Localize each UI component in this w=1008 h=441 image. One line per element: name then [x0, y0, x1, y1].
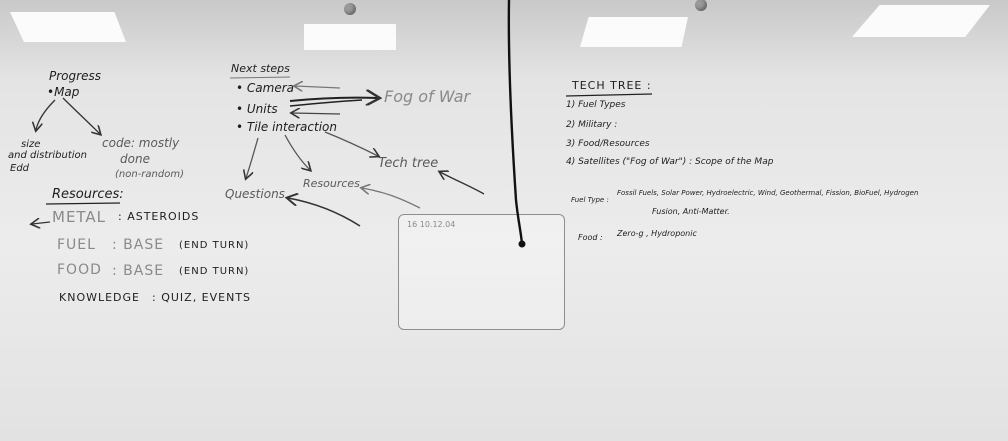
resource-value-fuel: : BASE	[112, 237, 165, 253]
next-steps-underline	[229, 76, 291, 79]
questions-label: Questions	[225, 187, 285, 201]
magnet	[695, 0, 707, 11]
progress-right-line: (non-random)	[115, 169, 184, 180]
cord-weight	[518, 240, 526, 248]
resource-name-food: FOOD	[57, 262, 102, 278]
progress-right-line: done	[120, 152, 150, 166]
resource-name-knowledge: KNOWLEDGE	[59, 291, 140, 304]
tech-tree-item: 4) Satellites ("Fog of War") : Scope of …	[566, 157, 774, 167]
next-steps-title: Next steps	[231, 62, 290, 75]
to-questions-arrow	[288, 198, 361, 227]
tile-to-resources-arrow	[284, 134, 310, 170]
progress-item: •Map	[47, 85, 80, 99]
progress-right-line: code: mostly	[102, 136, 180, 150]
resource-note-food: (END TURN)	[179, 266, 250, 277]
paper-sheet: 16 10.12.04	[398, 214, 565, 330]
resource-value-knowledge: : QUIZ, EVENTS	[152, 291, 252, 304]
to-tech-tree-arrow	[440, 172, 485, 195]
light-reflection	[580, 17, 688, 47]
food-value: Zero-g , Hydroponic	[617, 229, 697, 238]
camera-arrow	[295, 86, 341, 88]
to-resources-arrow	[362, 188, 421, 209]
resources-title: Resources:	[52, 187, 124, 202]
tech-tree-item: 1) Fuel Types	[566, 100, 626, 110]
tech-tree-item: 2) Military :	[566, 120, 618, 130]
next-step-item: • Camera	[236, 81, 294, 95]
resource-name-fuel: FUEL	[57, 237, 96, 253]
light-reflection	[10, 12, 126, 42]
fuel-type-list: Fossil Fuels, Solar Power, Hydroelectric…	[617, 189, 919, 197]
next-step-item: • Tile interaction	[236, 120, 337, 134]
tech-tree-title: TECH TREE :	[572, 79, 652, 92]
food-label: Food :	[578, 233, 603, 242]
fog-of-war-label: Fog of War	[384, 87, 471, 106]
resource-note-fuel: (END TURN)	[179, 240, 250, 251]
resource-value-food: : BASE	[112, 263, 165, 279]
metal-pointer	[32, 222, 51, 224]
tech-tree-label: Tech tree	[378, 156, 439, 171]
fuel-type-list-continued: Fusion, Anti-Matter.	[652, 207, 730, 216]
tile-to-questions-arrow	[246, 137, 259, 178]
tile-to-tech-arrow	[324, 131, 378, 156]
progress-arrow-right	[62, 97, 100, 134]
progress-left-line: and distribution	[8, 150, 87, 161]
fuel-type-label: Fuel Type :	[571, 196, 609, 204]
units-arrow	[289, 98, 378, 101]
next-step-item: • Units	[236, 102, 278, 116]
resource-name-metal: METAL	[52, 208, 107, 226]
magnet	[344, 3, 356, 15]
paper-note: 16 10.12.04	[407, 220, 456, 229]
tech-tree-item: 3) Food/Resources	[566, 139, 650, 149]
progress-left-line: Edd	[10, 163, 30, 174]
light-reflection	[304, 24, 396, 50]
units-arrow-2	[289, 99, 363, 107]
tech-tree-underline	[565, 93, 653, 97]
progress-arrow-left	[36, 99, 56, 130]
tile-arrow	[292, 113, 341, 114]
progress-title: Progress	[49, 69, 101, 83]
progress-left-line: size	[21, 139, 41, 150]
hanging-cord	[507, 0, 524, 245]
resources-label: Resources	[303, 177, 360, 190]
resource-value-metal: : ASTEROIDS	[118, 210, 200, 223]
resources-underline	[45, 202, 121, 205]
